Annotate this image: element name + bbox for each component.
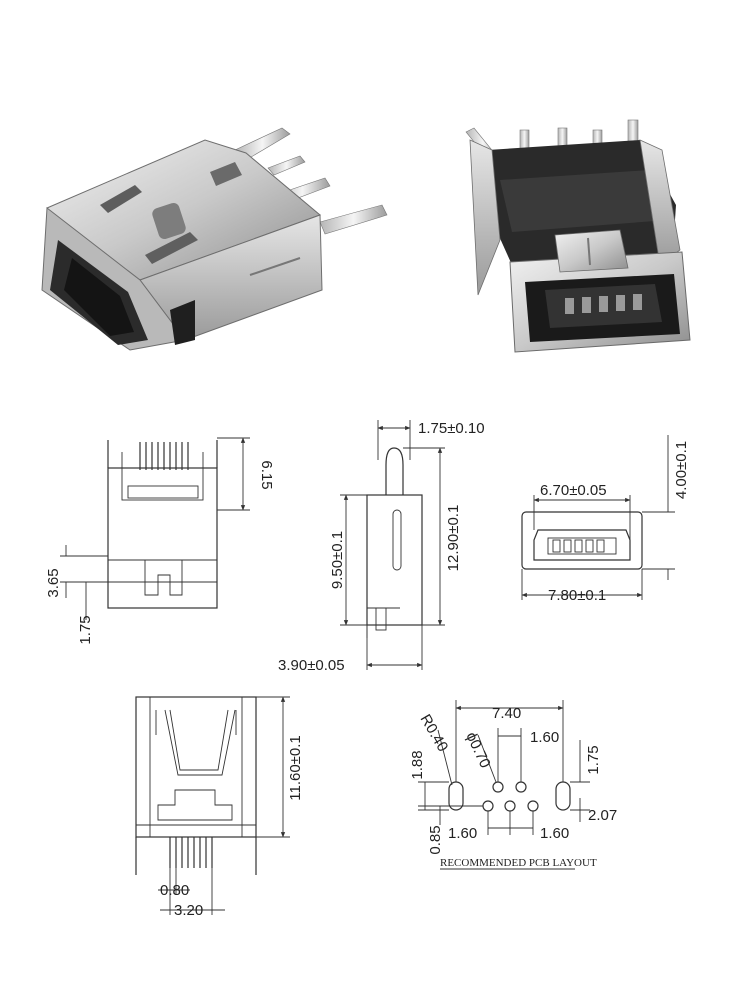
dim-pitch-bottom-left: 1.60 [448, 825, 477, 842]
pad-hole-1 [482, 800, 494, 812]
pcb-layout: 7.40 1.60 1.75 2.07 R0.40 ϕ0.70 1.88 0.8… [409, 700, 617, 870]
dim-right-offset: 1.75 [585, 745, 602, 774]
view-front: 6.70±0.05 7.80±0.1 4.00±0.1 [521, 435, 690, 604]
dim-pin-width: 1.75±0.10 [418, 420, 485, 437]
dim-bottom-offset: 0.85 [427, 825, 444, 854]
dim-1-75-left: 1.75 [77, 615, 94, 644]
slot-pad-right [555, 781, 571, 811]
dim-outer-width: 7.80±0.1 [548, 587, 606, 604]
view-bottom-left: 11.60±0.1 0.80 3.20 [135, 696, 304, 919]
dim-left-height: 1.88 [409, 750, 426, 779]
pad-hole-5 [527, 800, 539, 812]
dim-pitch-bottom-right: 1.60 [540, 825, 569, 842]
dim-opening-width: 6.70±0.05 [540, 482, 607, 499]
dim-bottom-height: 11.60±0.1 [287, 735, 304, 801]
pad-hole-2 [492, 781, 504, 793]
dim-radius: R0.40 [417, 712, 452, 755]
dim-total-height: 12.90±0.1 [445, 505, 462, 572]
pins-top-view [139, 442, 189, 470]
dim-slot-offset: 2.07 [588, 807, 617, 824]
dim-total-span: 7.40 [492, 705, 521, 722]
connector-photo-right [465, 119, 691, 353]
view-top-left: 6.15 3.65 1.75 [45, 437, 275, 645]
contact-pins-front [565, 294, 642, 314]
dim-hole-diameter: ϕ0.70 [462, 730, 493, 771]
dim-pin-pitch: 0.80 [160, 882, 189, 899]
view-side: 1.75±0.10 12.90±0.1 9.50±0.1 3.90±0.05 [278, 420, 485, 674]
pad-hole-3 [504, 800, 516, 812]
pad-hole-4 [515, 781, 527, 793]
dim-3-65: 3.65 [45, 568, 62, 597]
dim-front-height: 4.00±0.1 [673, 441, 690, 499]
dim-body-height: 9.50±0.1 [329, 531, 346, 589]
dim-pitch-top: 1.60 [530, 729, 559, 746]
contact-pins-drawing [552, 539, 605, 553]
connector-photo-left [41, 127, 388, 351]
pcb-layout-caption: RECOMMENDED PCB LAYOUT [440, 857, 597, 869]
dim-6-15: 6.15 [258, 460, 275, 489]
dim-pin-span: 3.20 [174, 902, 203, 919]
dim-depth: 3.90±0.05 [278, 657, 345, 674]
pins-bottom-view [169, 837, 213, 868]
